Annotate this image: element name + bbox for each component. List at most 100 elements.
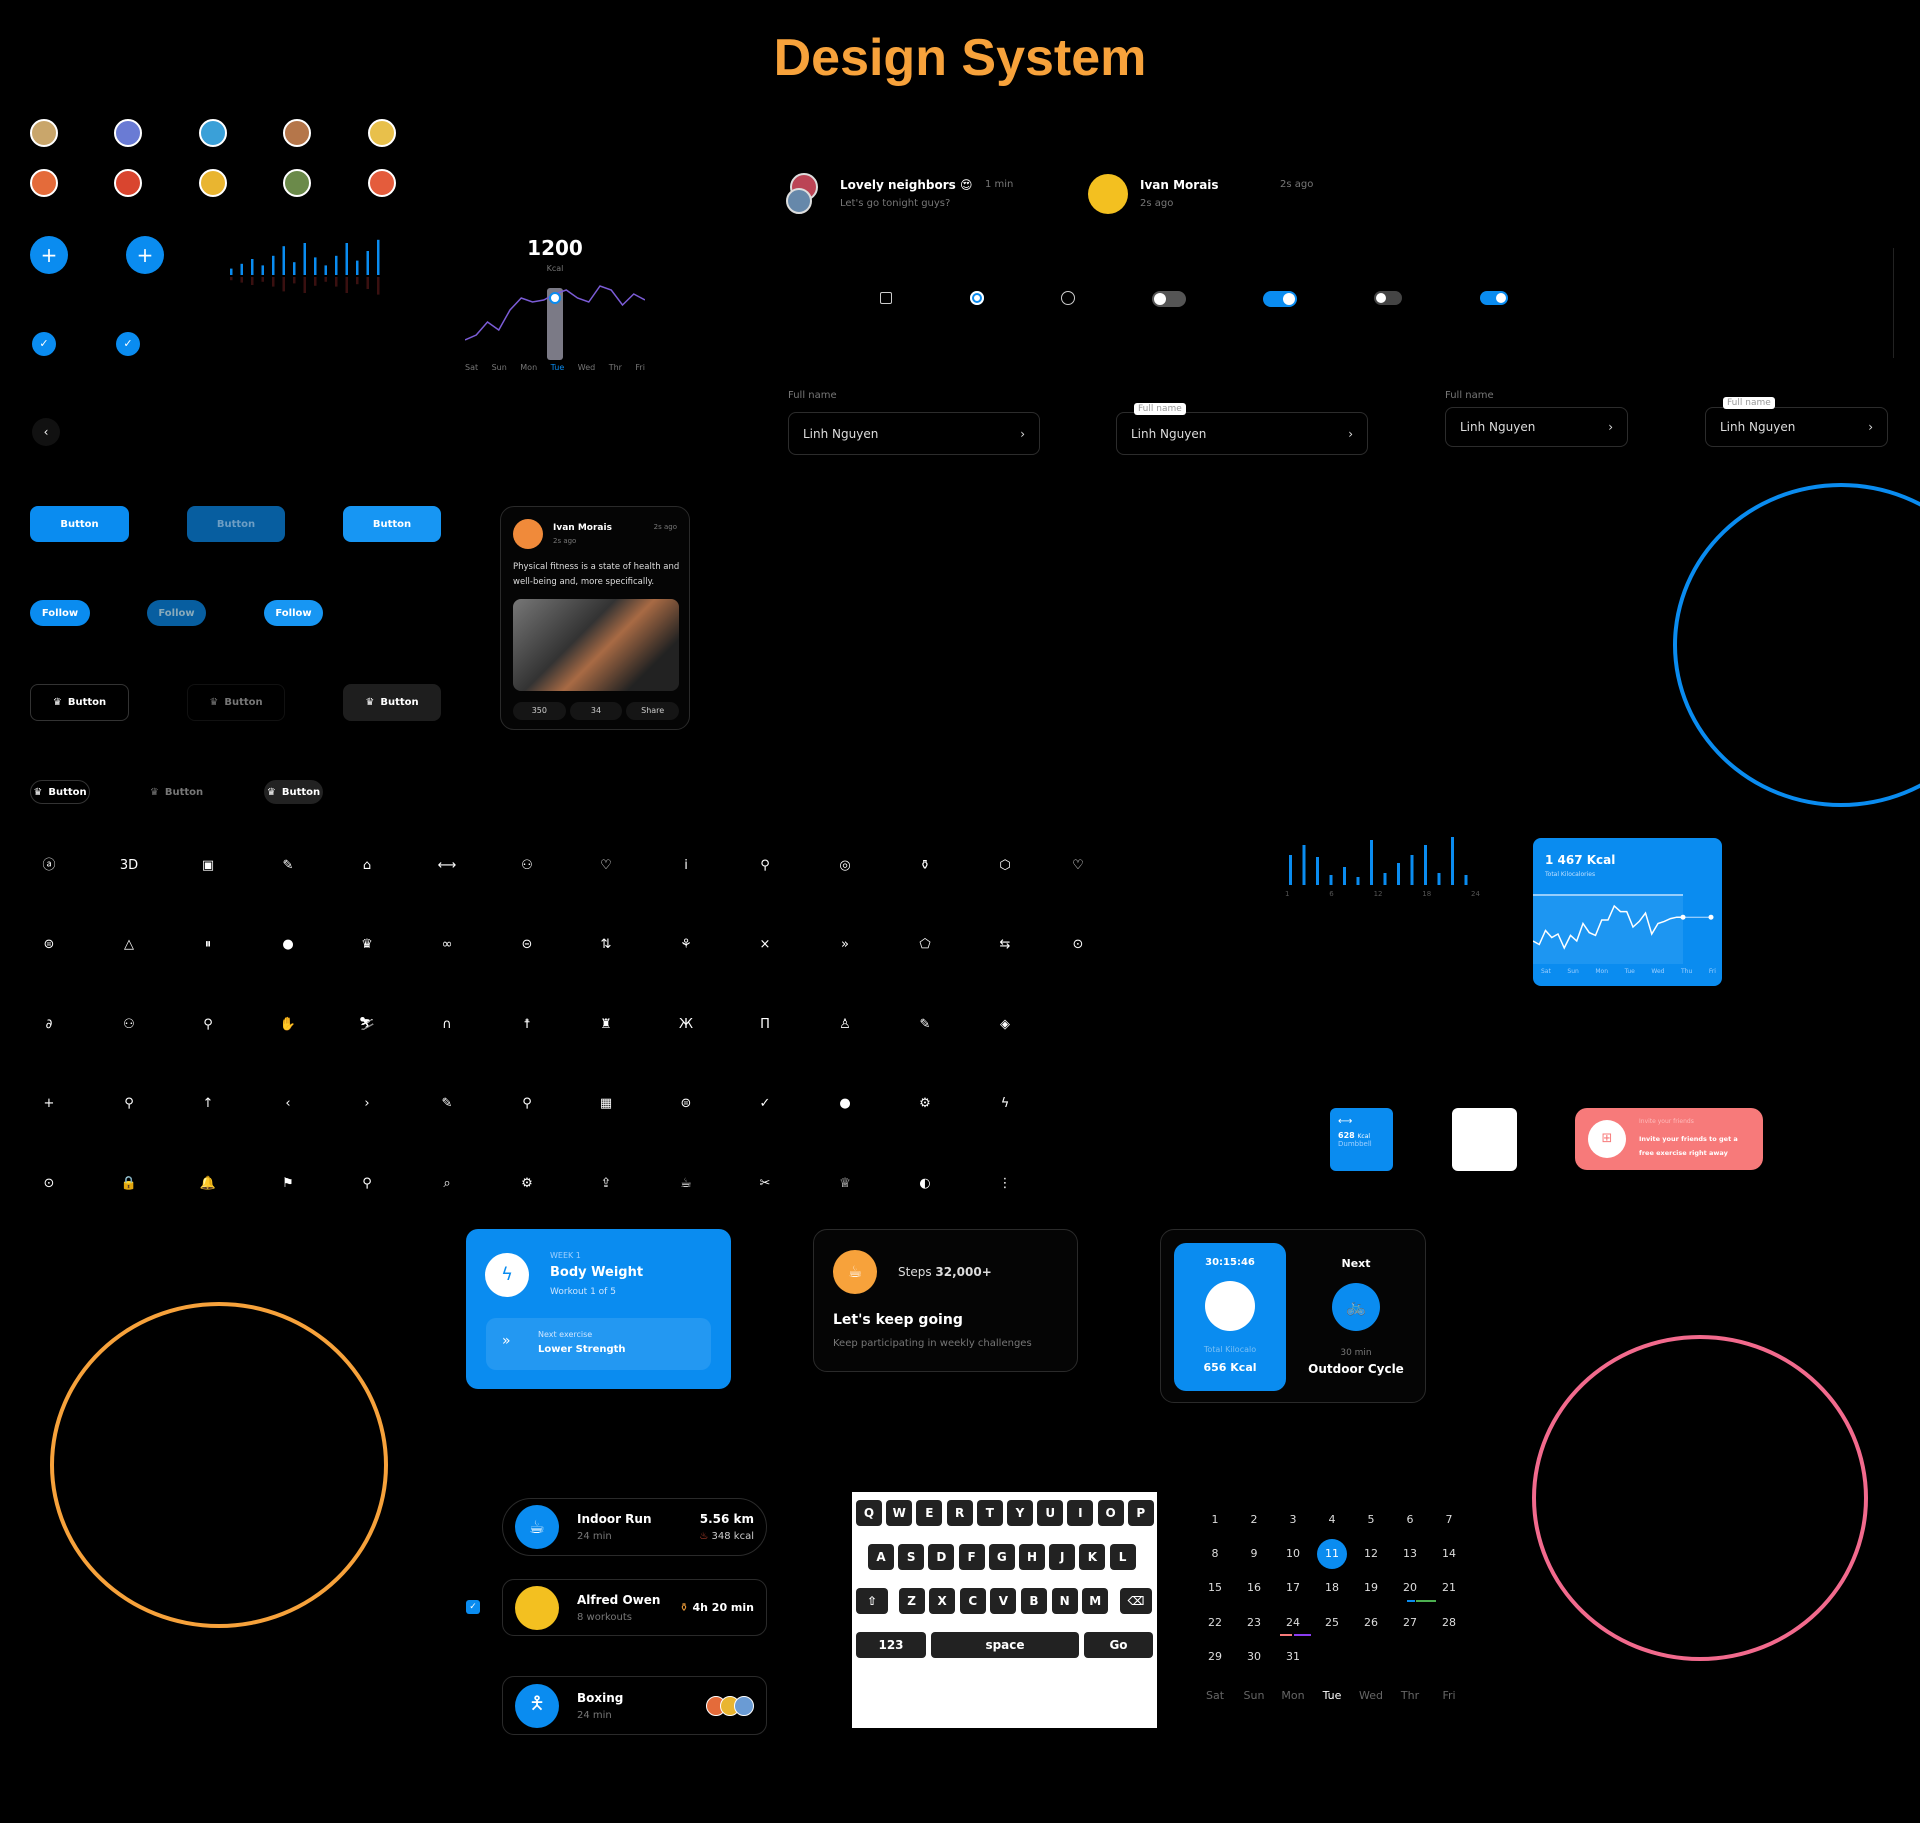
primary-button[interactable]: Button <box>30 506 129 542</box>
icon-2-12-icon[interactable]: ◈ <box>1000 1017 1010 1032</box>
icon-4-7-icon[interactable]: ⇪ <box>600 1176 612 1191</box>
icon-4-9-icon[interactable]: ✂ <box>759 1176 771 1191</box>
calendar-day[interactable]: 24 <box>1286 1616 1300 1629</box>
icon-3-7-icon[interactable]: ▦ <box>599 1096 613 1111</box>
icon-2-2-icon[interactable]: ⚲ <box>203 1017 213 1032</box>
icon-1-2-icon[interactable]: ⏸ <box>204 937 212 952</box>
calendar-day[interactable]: 10 <box>1286 1547 1300 1560</box>
icon-4-1-icon[interactable]: 🔒 <box>120 1176 138 1191</box>
icon-0-7-icon[interactable]: ♡ <box>600 858 612 873</box>
calendar-day[interactable]: 19 <box>1364 1581 1378 1594</box>
primary-button-disabled[interactable]: Button <box>187 506 285 542</box>
invite-card[interactable]: ⊞ Invite your friends Invite your friend… <box>1575 1108 1763 1170</box>
icon-4-8-icon[interactable]: ☕ <box>680 1176 692 1191</box>
small-outline-button[interactable]: ♛Button <box>30 780 90 804</box>
calendar-day[interactable]: 9 <box>1250 1547 1258 1560</box>
calendar-day[interactable]: 21 <box>1442 1581 1456 1594</box>
small-button-disabled[interactable]: ♛Button <box>147 780 206 804</box>
avatar[interactable] <box>114 119 142 147</box>
calendar-day[interactable]: 3 <box>1289 1513 1297 1526</box>
icon-4-6-icon[interactable]: ⚙ <box>521 1176 533 1191</box>
key-F[interactable]: F <box>958 1544 985 1570</box>
icon-1-6-icon[interactable]: ⊝ <box>521 937 533 952</box>
icon-0-5-icon[interactable]: ⟷ <box>437 858 457 873</box>
back-chevron-button[interactable]: ‹ <box>32 418 60 446</box>
icon-3-11-icon[interactable]: ⚙ <box>919 1096 931 1111</box>
icon-3-5-icon[interactable]: ✎ <box>441 1096 453 1111</box>
icon-4-12-icon[interactable]: ⋮ <box>998 1176 1012 1191</box>
calendar-day[interactable]: 5 <box>1367 1513 1375 1526</box>
key-R[interactable]: R <box>946 1500 973 1526</box>
calendar-day[interactable]: 2 <box>1250 1513 1258 1526</box>
icon-3-1-icon[interactable]: ⚲ <box>124 1096 134 1111</box>
calendar-day[interactable]: 22 <box>1208 1616 1222 1629</box>
icon-3-2-icon[interactable]: ↑ <box>202 1096 214 1111</box>
icon-1-11-icon[interactable]: ⬠ <box>919 937 931 952</box>
checkbox-checked[interactable]: ✓ <box>466 1600 480 1614</box>
filled-dark-button[interactable]: ♛Button <box>343 684 441 721</box>
key-I[interactable]: I <box>1067 1500 1094 1526</box>
calendar-day[interactable]: 30 <box>1247 1650 1261 1663</box>
icon-2-5-icon[interactable]: ∩ <box>442 1017 452 1032</box>
calendar-day[interactable]: 31 <box>1286 1650 1300 1663</box>
calendar-day[interactable]: 8 <box>1211 1547 1219 1560</box>
calendar-day[interactable]: 4 <box>1328 1513 1336 1526</box>
key-M[interactable]: M <box>1082 1588 1109 1614</box>
key-U[interactable]: U <box>1037 1500 1064 1526</box>
space-key[interactable]: space <box>931 1632 1079 1658</box>
chat-list-item[interactable]: Lovely neighbors 😍 <box>840 178 973 192</box>
avatar[interactable] <box>30 169 58 197</box>
icon-0-4-icon[interactable]: ⌂ <box>362 858 372 873</box>
icon-2-0-icon[interactable]: ∂ <box>45 1017 53 1032</box>
icon-0-0-icon[interactable]: ⓐ <box>42 858 56 873</box>
icon-3-3-icon[interactable]: ‹ <box>285 1096 291 1111</box>
radio-selected[interactable] <box>970 291 984 305</box>
calendar-day[interactable]: 16 <box>1247 1581 1261 1594</box>
icon-0-10-icon[interactable]: ◎ <box>839 858 851 873</box>
icon-1-10-icon[interactable]: » <box>841 937 849 952</box>
calendar-day[interactable]: 28 <box>1442 1616 1456 1629</box>
icon-4-3-icon[interactable]: ⚑ <box>282 1176 294 1191</box>
key-G[interactable]: G <box>988 1544 1015 1570</box>
add-button[interactable]: + <box>126 236 164 274</box>
icon-0-8-icon[interactable]: i <box>684 858 688 873</box>
calendar-day[interactable]: 27 <box>1403 1616 1417 1629</box>
avatar[interactable] <box>30 119 58 147</box>
go-key[interactable]: Go <box>1084 1632 1153 1658</box>
icon-1-5-icon[interactable]: ∞ <box>441 937 453 952</box>
key-L[interactable]: L <box>1109 1544 1136 1570</box>
follow-button-hover[interactable]: Follow <box>264 600 323 626</box>
icon-2-7-icon[interactable]: ♜ <box>600 1017 612 1032</box>
icon-4-11-icon[interactable]: ◐ <box>919 1176 931 1191</box>
key-W[interactable]: W <box>886 1500 913 1526</box>
calendar-day[interactable]: 1 <box>1211 1513 1219 1526</box>
key-Z[interactable]: Z <box>898 1588 925 1614</box>
key-D[interactable]: D <box>928 1544 955 1570</box>
icon-1-3-icon[interactable]: ● <box>282 937 294 952</box>
avatar[interactable] <box>199 119 227 147</box>
numbers-key[interactable]: 123 <box>856 1632 926 1658</box>
calendar-day[interactable]: 17 <box>1286 1581 1300 1594</box>
icon-1-1-icon[interactable]: △ <box>124 937 134 952</box>
icon-0-13-icon[interactable]: ♡ <box>1072 858 1084 873</box>
follow-button[interactable]: Follow <box>30 600 90 626</box>
icon-2-3-icon[interactable]: ✋ <box>279 1017 297 1032</box>
toggle-small-on[interactable] <box>1480 291 1508 305</box>
data-point[interactable] <box>1708 914 1714 920</box>
calendar-day[interactable]: 13 <box>1403 1547 1417 1560</box>
icon-2-4-icon[interactable]: ⛷ <box>358 1017 376 1032</box>
check-badge-icon[interactable]: ✓ <box>32 332 56 356</box>
outline-button-disabled[interactable]: ♛Button <box>187 684 285 721</box>
data-point[interactable] <box>1680 914 1686 920</box>
key-J[interactable]: J <box>1049 1544 1076 1570</box>
icon-1-7-icon[interactable]: ⇅ <box>600 937 612 952</box>
check-badge-icon[interactable]: ✓ <box>116 332 140 356</box>
small-dark-button[interactable]: ♛Button <box>264 780 323 804</box>
toggle-off[interactable] <box>1152 291 1186 307</box>
icon-0-12-icon[interactable]: ⬡ <box>999 858 1011 873</box>
icon-2-8-icon[interactable]: Ж <box>678 1017 693 1032</box>
outline-button[interactable]: ♛Button <box>30 684 129 721</box>
icon-2-6-icon[interactable]: ☨ <box>523 1017 531 1032</box>
